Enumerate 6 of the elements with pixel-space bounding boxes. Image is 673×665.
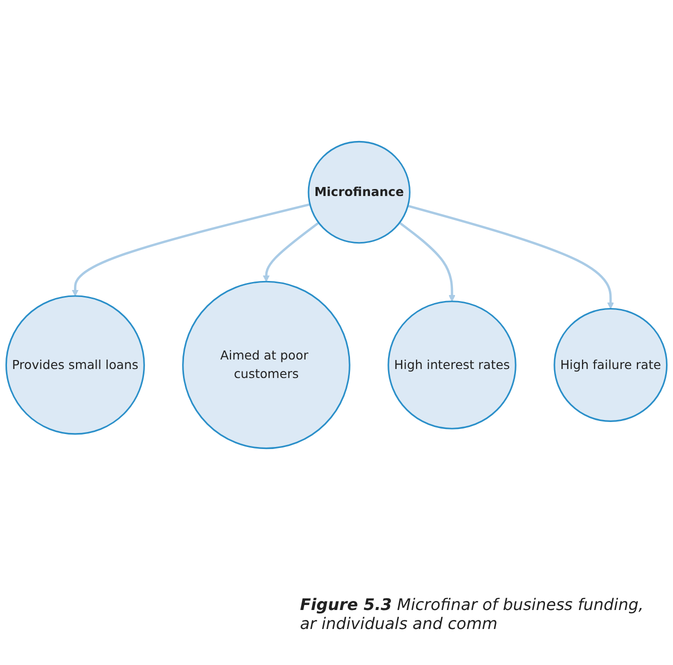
- concept-circle: Provides small loans: [5, 295, 145, 435]
- figure-caption: Figure 5.3 Microfinar of business funding, ar individuals and comm: [300, 595, 645, 633]
- concept-circle: Microfinance: [308, 140, 410, 244]
- concept-circle: High interest rates: [388, 300, 516, 430]
- concept-circle: Aimed at poor customers: [182, 280, 350, 450]
- concept-circle: High failure rate: [554, 308, 668, 422]
